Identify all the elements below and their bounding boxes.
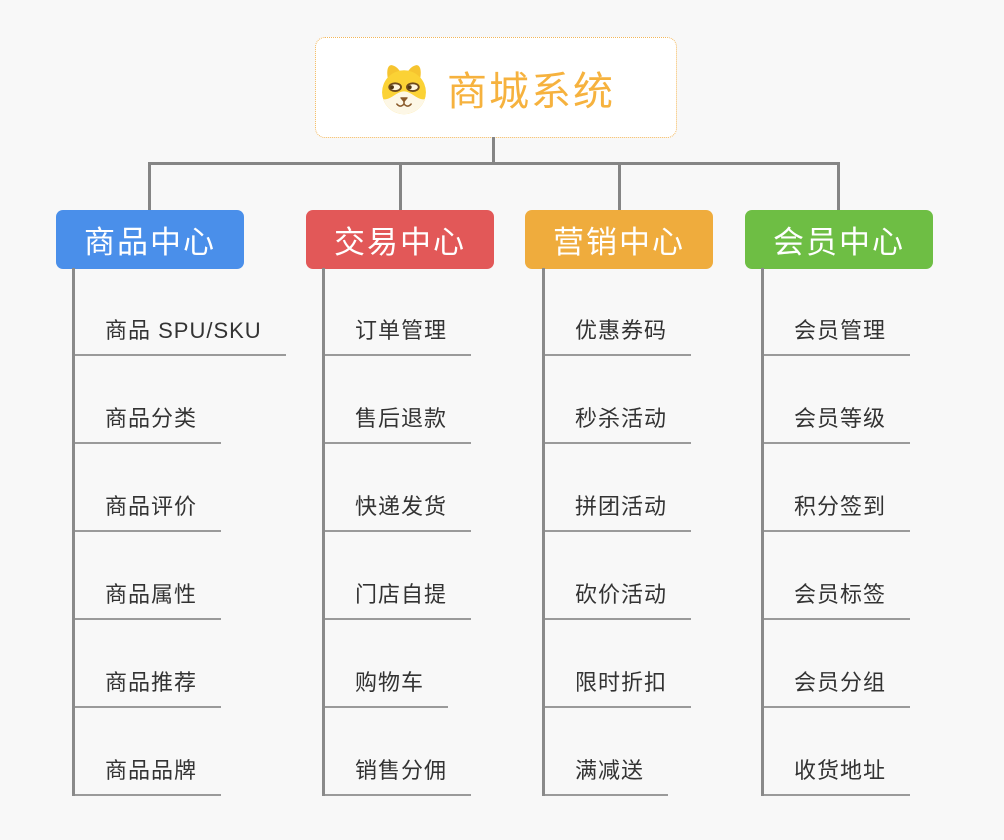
branch-product-leaf-list: 商品 SPU/SKU 商品分类 商品评价 商品属性 商品推荐 商品品牌 (72, 268, 286, 796)
leaf-item[interactable]: 拼团活动 (545, 444, 692, 532)
leaf-item[interactable]: 会员管理 (764, 268, 911, 356)
root-node[interactable]: 商城系统 (315, 37, 677, 138)
connector-branch-drop-2 (399, 162, 402, 210)
leaf-item[interactable]: 秒杀活动 (545, 356, 692, 444)
leaf-item[interactable]: 购物车 (325, 620, 449, 708)
leaf-item[interactable]: 优惠券码 (545, 268, 692, 356)
branch-header-trade-center[interactable]: 交易中心 (306, 210, 494, 269)
leaf-item[interactable]: 积分签到 (764, 444, 911, 532)
connector-root-drop (492, 137, 495, 165)
connector-branch-drop-3 (618, 162, 621, 210)
leaf-item[interactable]: 收货地址 (764, 708, 911, 796)
leaf-item[interactable]: 商品 SPU/SKU (75, 268, 286, 356)
shiba-dog-icon (382, 64, 426, 114)
leaf-item[interactable]: 商品评价 (75, 444, 222, 532)
leaf-item[interactable]: 商品属性 (75, 532, 222, 620)
leaf-item[interactable]: 满减送 (545, 708, 669, 796)
connector-horizontal-rail (149, 162, 840, 165)
leaf-item[interactable]: 会员标签 (764, 532, 911, 620)
branch-header-member-center[interactable]: 会员中心 (745, 210, 933, 269)
leaf-item[interactable]: 售后退款 (325, 356, 472, 444)
branch-trade-leaf-list: 订单管理 售后退款 快递发货 门店自提 购物车 销售分佣 (322, 268, 472, 796)
leaf-item[interactable]: 销售分佣 (325, 708, 472, 796)
leaf-item[interactable]: 会员分组 (764, 620, 911, 708)
branch-marketing-leaf-list: 优惠券码 秒杀活动 拼团活动 砍价活动 限时折扣 满减送 (542, 268, 692, 796)
branch-header-product-center[interactable]: 商品中心 (56, 210, 244, 269)
connector-branch-drop-4 (837, 162, 840, 210)
leaf-item[interactable]: 限时折扣 (545, 620, 692, 708)
leaf-item[interactable]: 商品推荐 (75, 620, 222, 708)
connector-branch-drop-1 (148, 162, 151, 210)
leaf-item[interactable]: 门店自提 (325, 532, 472, 620)
branch-header-marketing-center[interactable]: 营销中心 (525, 210, 713, 269)
leaf-item[interactable]: 快递发货 (325, 444, 472, 532)
leaf-item[interactable]: 商品品牌 (75, 708, 222, 796)
root-title: 商城系统 (447, 69, 615, 114)
leaf-item[interactable]: 会员等级 (764, 356, 911, 444)
leaf-item[interactable]: 订单管理 (325, 268, 472, 356)
leaf-item[interactable]: 砍价活动 (545, 532, 692, 620)
branch-member-leaf-list: 会员管理 会员等级 积分签到 会员标签 会员分组 收货地址 (761, 268, 911, 796)
leaf-item[interactable]: 商品分类 (75, 356, 222, 444)
